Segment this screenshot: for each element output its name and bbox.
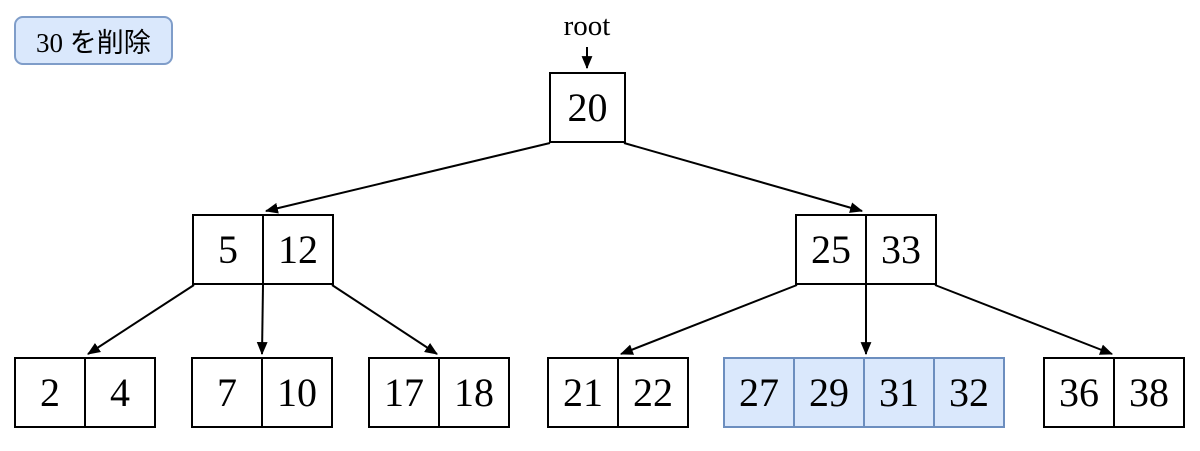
tree-key-cell: 5: [192, 214, 264, 285]
tree-key-cell: 2: [14, 357, 86, 428]
edge-left-to-leaf-2-4: [87, 284, 195, 355]
edge-root-to-internal-right: [623, 142, 864, 213]
root-label: root: [563, 10, 611, 42]
tree-key-cell: 31: [863, 357, 935, 428]
tree-node-17-18: 17 18: [368, 357, 510, 428]
tree-node-7-10: 7 10: [191, 357, 333, 428]
tree-node-25-33: 25 33: [795, 214, 937, 285]
edge-left-to-leaf-17-18: [331, 284, 438, 355]
tree-key-cell: 38: [1113, 357, 1185, 428]
edge-left-to-leaf-7-10: [256, 284, 268, 356]
tree-key-cell: 10: [261, 357, 333, 428]
tree-node-36-38: 36 38: [1043, 357, 1185, 428]
tree-node-5-12: 5 12: [192, 214, 334, 285]
tree-key-cell: 36: [1043, 357, 1115, 428]
tree-key-cell: 33: [865, 214, 937, 285]
edge-root-to-internal-left: [264, 142, 551, 214]
tree-node-root: 20: [549, 72, 626, 143]
tree-key-cell: 22: [617, 357, 689, 428]
tree-node-27-29-31-32: 27 29 31 32: [723, 357, 1005, 428]
tree-key-cell: 27: [723, 357, 795, 428]
tree-key-cell: 4: [84, 357, 156, 428]
tree-key-cell: 32: [933, 357, 1005, 428]
tree-key-cell: 29: [793, 357, 865, 428]
edge-right-to-leaf-36-38: [934, 284, 1114, 355]
tree-key-cell: 20: [549, 72, 626, 143]
tree-node-2-4: 2 4: [14, 357, 156, 428]
tree-key-cell: 7: [191, 357, 263, 428]
edge-right-to-leaf-21-22: [619, 284, 798, 355]
tree-key-cell: 12: [262, 214, 334, 285]
tree-key-cell: 21: [547, 357, 619, 428]
tree-key-cell: 25: [795, 214, 867, 285]
tree-key-cell: 17: [368, 357, 440, 428]
operation-badge: 30 を削除: [14, 16, 173, 65]
tree-key-cell: 18: [438, 357, 510, 428]
tree-node-21-22: 21 22: [547, 357, 689, 428]
